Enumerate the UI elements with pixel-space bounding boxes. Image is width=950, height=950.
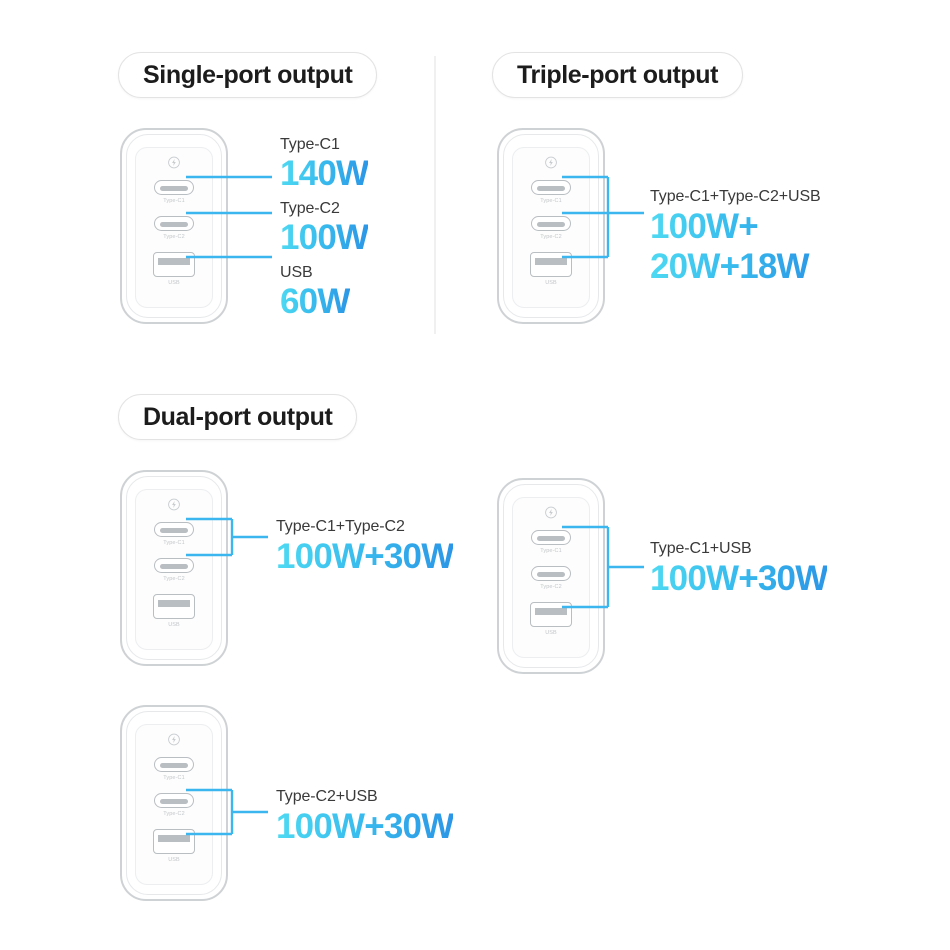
callout-dual-c2-usb: Type-C2+USB 100W+30W: [276, 788, 454, 847]
port-label-usb: USB: [545, 280, 557, 286]
charger-device-dual-c1-c2: Type-C1 Type-C2 USB: [120, 470, 228, 666]
callout-watts: 100W+30W: [276, 807, 454, 847]
power-bolt-icon: [545, 156, 557, 169]
connector-single-port: [186, 175, 272, 259]
section-header-dual-port: Dual-port output: [118, 394, 358, 440]
callout-watts: 140W: [280, 154, 369, 194]
callout-single-usb: USB 60W: [280, 264, 350, 322]
power-bolt-icon: [168, 498, 180, 511]
port-label-usb: USB: [545, 630, 557, 636]
port-usb-a: [153, 594, 195, 619]
power-bolt-icon: [545, 506, 557, 519]
charger-device-triple: Type-C1 Type-C2 USB: [497, 128, 605, 324]
charger-device-single: Type-C1 Type-C2 USB: [120, 128, 228, 324]
port-type-c2: [154, 216, 194, 231]
port-label-type-c1: Type-C1: [163, 540, 185, 546]
device-face-panel: Type-C1 Type-C2 USB: [135, 489, 213, 650]
section-header-single-port: Single-port output: [118, 52, 378, 98]
port-label-usb: USB: [168, 622, 180, 628]
section-title-dual: Dual-port output: [143, 402, 333, 431]
connector-dual-c1-c2-bracket: [186, 517, 268, 557]
port-label-type-c1: Type-C1: [163, 775, 185, 781]
port-type-c1: [154, 757, 194, 772]
port-type-c1: [154, 522, 194, 537]
callout-caption: Type-C1: [280, 136, 340, 153]
callout-caption: Type-C2: [280, 200, 340, 217]
port-type-c1: [154, 180, 194, 195]
port-label-type-c2: Type-C2: [540, 584, 562, 590]
callout-caption: Type-C1+Type-C2: [276, 518, 405, 535]
callout-watts: 100W: [280, 218, 369, 258]
callout-watts: 60W: [280, 282, 350, 322]
charger-device-dual-c1-usb: Type-C1 Type-C2 USB: [497, 478, 605, 674]
port-label-usb: USB: [168, 857, 180, 863]
port-type-c2: [531, 216, 571, 231]
section-divider: [434, 56, 436, 334]
callout-dual-c1-c2: Type-C1+Type-C2 100W+30W: [276, 518, 454, 577]
connector-dual-c2-usb-bracket: [186, 788, 268, 836]
callout-watts: 100W+30W: [650, 559, 828, 599]
callout-watts-line-2: 20W+18W: [650, 247, 821, 286]
callout-watts: 100W+30W: [276, 537, 454, 577]
section-title-triple: Triple-port output: [517, 60, 719, 89]
device-face-panel: Type-C1 Type-C2 USB: [135, 724, 213, 885]
section-header-triple-port: Triple-port output: [492, 52, 744, 98]
callout-caption: USB: [280, 264, 313, 281]
device-face-panel: Type-C1 Type-C2 USB: [135, 147, 213, 308]
port-label-type-c2: Type-C2: [163, 811, 185, 817]
callout-watts-line-1: 100W+: [650, 207, 821, 246]
callout-caption: Type-C1+USB: [650, 540, 752, 557]
callout-single-type-c1: Type-C1 140W: [280, 136, 369, 194]
section-title-single: Single-port output: [143, 60, 353, 89]
port-type-c2: [154, 558, 194, 573]
charger-device-dual-c2-usb: Type-C1 Type-C2 USB: [120, 705, 228, 901]
port-label-type-c2: Type-C2: [540, 234, 562, 240]
port-type-c2: [531, 566, 571, 581]
callout-single-type-c2: Type-C2 100W: [280, 200, 369, 258]
port-label-usb: USB: [168, 280, 180, 286]
port-label-type-c2: Type-C2: [163, 234, 185, 240]
port-type-c1: [531, 180, 571, 195]
port-label-type-c1: Type-C1: [540, 198, 562, 204]
port-type-c1: [531, 530, 571, 545]
callout-dual-c1-usb: Type-C1+USB 100W+30W: [650, 540, 828, 599]
device-face-panel: Type-C1 Type-C2 USB: [512, 497, 590, 658]
power-bolt-icon: [168, 733, 180, 746]
device-face-panel: Type-C1 Type-C2 USB: [512, 147, 590, 308]
callout-caption: Type-C1+Type-C2+USB: [650, 188, 821, 205]
connector-dual-c1-usb-bracket: [562, 525, 644, 609]
callout-triple-port: Type-C1+Type-C2+USB 100W+ 20W+18W: [650, 188, 821, 286]
callout-caption: Type-C2+USB: [276, 788, 378, 805]
port-usb-a: [530, 602, 572, 627]
port-label-type-c2: Type-C2: [163, 576, 185, 582]
power-bolt-icon: [168, 156, 180, 169]
port-label-type-c1: Type-C1: [163, 198, 185, 204]
port-label-type-c1: Type-C1: [540, 548, 562, 554]
port-type-c2: [154, 793, 194, 808]
connector-triple-port-bracket: [562, 175, 644, 259]
